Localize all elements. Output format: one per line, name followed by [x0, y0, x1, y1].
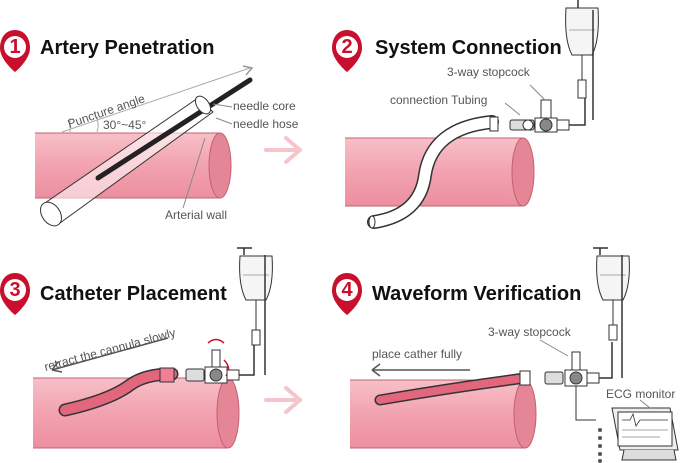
stopcock-icon	[504, 84, 586, 133]
step-title: Catheter Placement	[40, 283, 227, 305]
panel-3-cannula	[58, 367, 179, 417]
step-number: 2	[341, 36, 353, 58]
arterial-wall-label: Arterial wall	[165, 208, 228, 222]
angle-range-label: 30°~45°	[103, 118, 147, 132]
panel-2-connector	[489, 116, 535, 132]
step-4-pin-icon	[332, 273, 362, 315]
stopcock-label: 3-way stopcock	[447, 65, 530, 79]
ecg-monitor-label: ECG monitor	[606, 387, 676, 401]
step-1-pin-icon	[0, 30, 30, 72]
needle-core-label: needle core	[233, 99, 296, 113]
step-title: System Connection	[375, 37, 562, 59]
step-title: Waveform Verification	[372, 283, 582, 305]
step-number: 4	[341, 279, 353, 301]
stopcock-label: 3-way stopcock	[488, 325, 571, 339]
panel-3-retract-arrow	[51, 337, 169, 373]
stopcock-icon	[185, 338, 255, 384]
chevron-right-icon	[264, 386, 302, 414]
step-3-pin-icon	[0, 273, 30, 315]
panel-1-angle-markers	[61, 65, 254, 209]
monitor-icon	[598, 399, 679, 463]
place-fully-label: place cather fully	[372, 347, 463, 361]
panel-4-catheter	[374, 370, 531, 406]
step-number: 1	[9, 36, 21, 58]
step-number: 3	[9, 279, 21, 301]
step-2-pin-icon	[332, 30, 362, 72]
iv-bag-icon	[237, 247, 273, 375]
panel-1-needle	[40, 77, 253, 227]
iv-bag-icon	[593, 247, 630, 378]
panel-2-tubing	[367, 115, 499, 229]
connection-tubing-label: connection Tubing	[390, 93, 488, 107]
needle-hose-label: needle hose	[233, 117, 299, 131]
step-title: Artery Penetration	[40, 37, 215, 59]
iv-bag-icon	[565, 0, 599, 120]
panel-4-direction-arrow	[371, 363, 470, 377]
stopcock-icon	[539, 339, 613, 421]
chevron-right-icon	[264, 136, 302, 164]
